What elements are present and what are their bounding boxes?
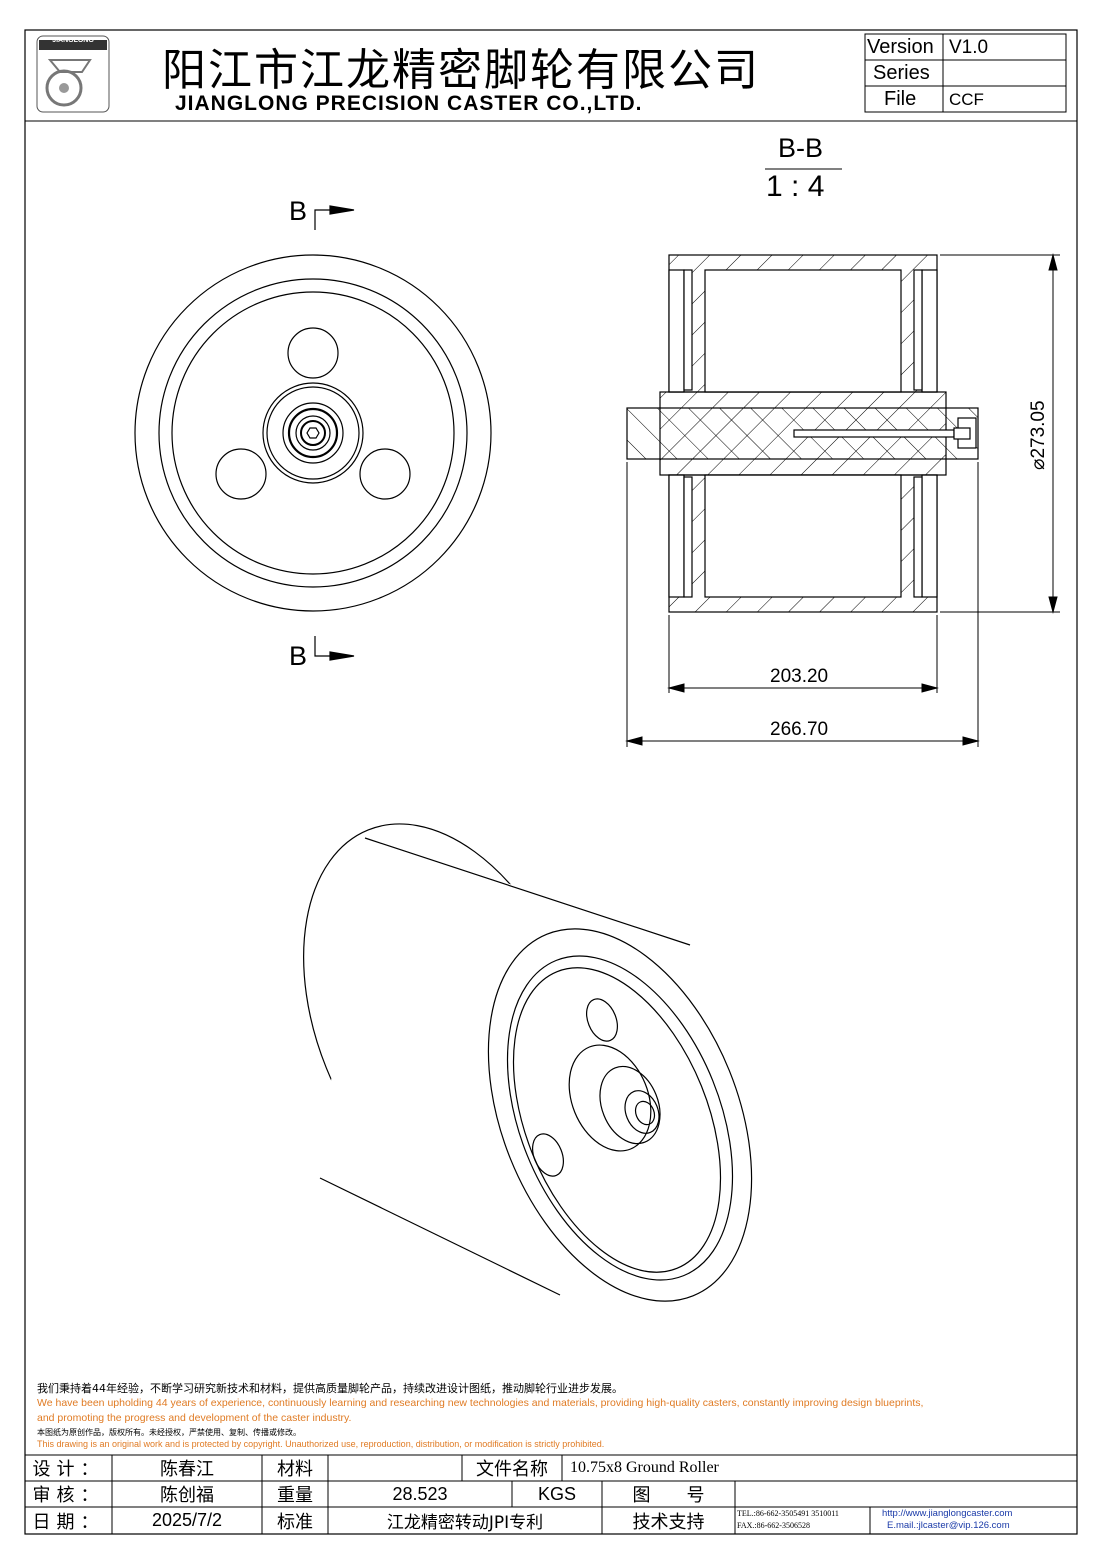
section-label: B-B [778, 133, 824, 163]
version-value: V1.0 [949, 37, 989, 58]
reviewer-value: 陈创福 [160, 1485, 214, 1506]
dimension-lines [625, 168, 1060, 747]
title-block-grid [25, 1454, 1077, 1534]
fax-number: FAX.:86-662-3506528 [737, 1521, 810, 1530]
sheet-border [24, 29, 1078, 1535]
note-cn-1: 我们秉持着44年经验，不断学习研究新技术和材料，提供高质量脚轮产品，持续改进设计… [37, 1382, 623, 1395]
standard-value: 江龙精密转动JPI专利 [386, 1513, 544, 1533]
version-table [864, 33, 1067, 113]
series-label: Series [873, 62, 930, 84]
hole-left [215, 448, 267, 500]
filename-label: 文件名称 [476, 1459, 548, 1480]
standard-label: 标准 [277, 1511, 313, 1533]
weight-value: 28.523 [392, 1483, 448, 1504]
tel-number: TEL.:86-662-3505491 3510011 [737, 1509, 839, 1518]
website-link[interactable]: http://www.jianglongcaster.com [882, 1508, 1013, 1519]
version-label: Version [867, 36, 934, 58]
date-label: 日期： [32, 1511, 105, 1533]
email-link[interactable]: E.mail.:jlcaster@vip.126.com [887, 1520, 1010, 1531]
design-label: 设计： [32, 1459, 105, 1480]
weight-label: 重量 [277, 1485, 313, 1506]
logo-text: JIANGLONG [52, 37, 94, 44]
isometric-view [303, 823, 753, 1302]
drawing-number-value [735, 1481, 1077, 1507]
section-mark-top: B [289, 196, 308, 226]
material-label: 材料 [277, 1459, 313, 1480]
company-logo [36, 35, 110, 113]
hole-right [359, 448, 411, 500]
support-label: 技术支持 [632, 1511, 705, 1533]
dimension-outer-width: 266.70 [770, 719, 829, 740]
review-label: 审核： [32, 1485, 105, 1506]
drawing-number-label: 图 号 [632, 1485, 705, 1506]
note-en-3: This drawing is an original work and is … [37, 1439, 605, 1449]
designer-value: 陈春江 [160, 1459, 214, 1480]
section-mark-bottom: B [289, 641, 308, 671]
note-cn-2: 本图纸为原创作品，版权所有。未经授权，严禁使用、复制、传播或修改。 [37, 1428, 301, 1437]
file-label: File [884, 88, 917, 110]
hole-top [287, 327, 339, 379]
dimension-inner-width: 203.20 [770, 666, 829, 687]
section-view [626, 254, 979, 613]
company-name-cn: 阳江市江龙精密脚轮有限公司 [162, 45, 760, 96]
front-view [134, 205, 492, 661]
date-value: 2025/7/2 [151, 1510, 223, 1530]
scale-label: 1 : 4 [766, 170, 825, 203]
dimension-diameter: ⌀273.05 [1028, 400, 1049, 470]
weight-unit: KGS [537, 1483, 576, 1504]
note-en-1: We have been upholding 44 years of exper… [37, 1397, 924, 1409]
filename-value: 10.75x8 Ground Roller [570, 1459, 719, 1476]
file-value: CCF [949, 90, 984, 109]
note-en-2: and promoting the progress and developme… [37, 1412, 352, 1424]
company-name-en: JIANGLONG PRECISION CASTER CO.,LTD. [175, 92, 643, 115]
material-value [328, 1455, 462, 1481]
